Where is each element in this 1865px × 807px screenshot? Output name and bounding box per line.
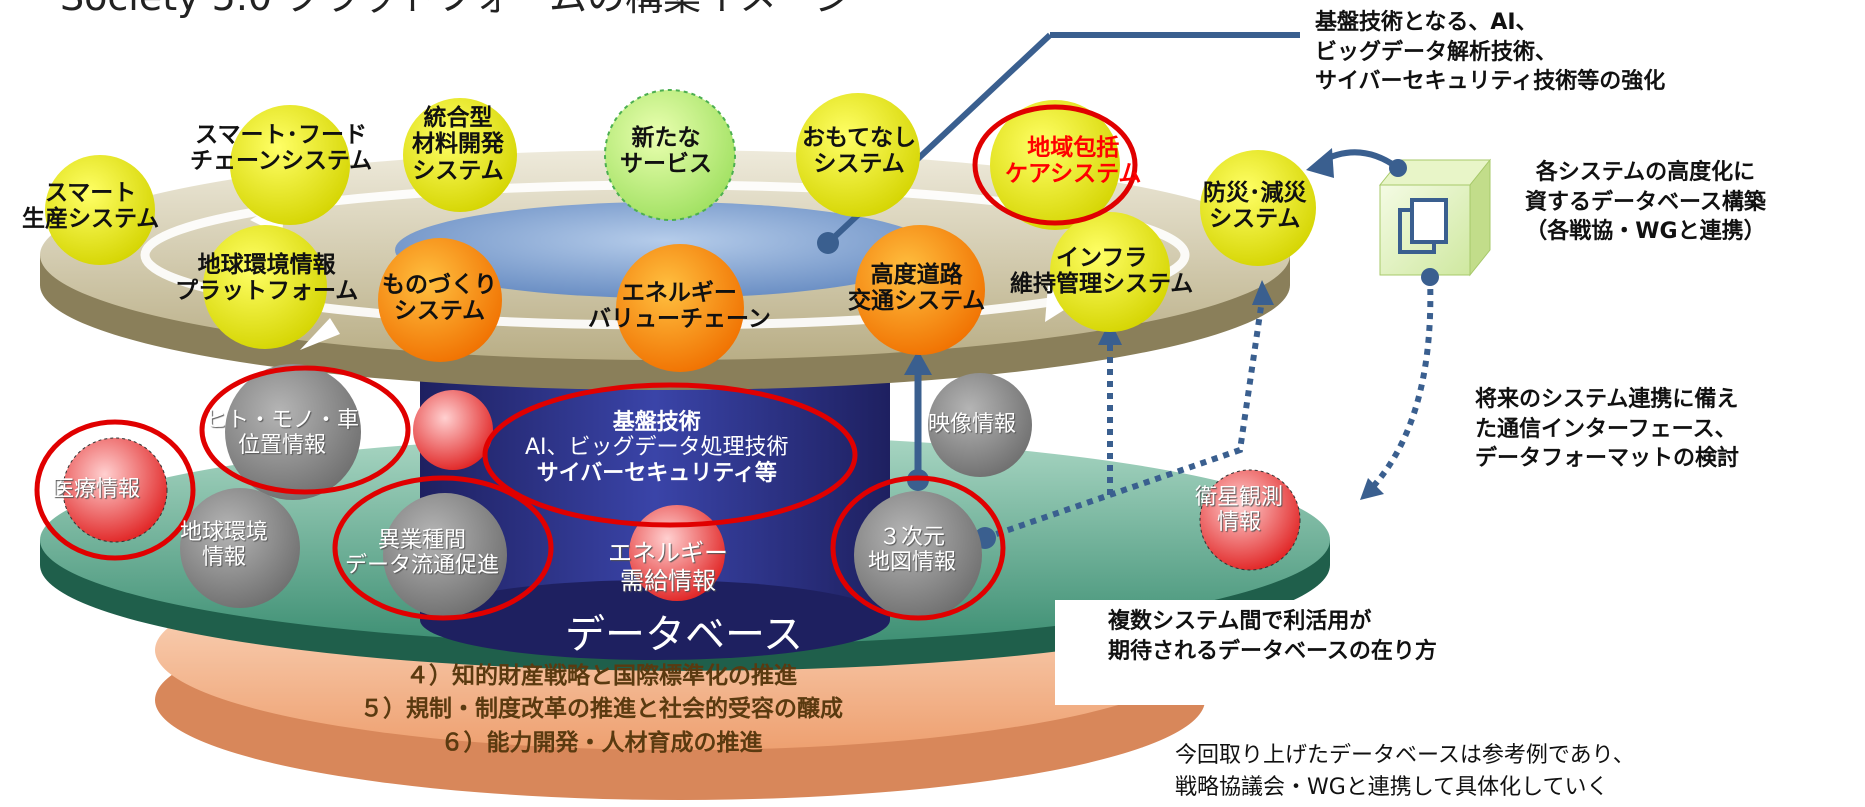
note-line: サイバーセキュリティ技術等の強化 bbox=[1315, 69, 1666, 95]
note-line: 資するデータベース構築 bbox=[1525, 189, 1766, 215]
system-label-line: ものづくり bbox=[382, 272, 497, 298]
system-label-line: 高度道路 bbox=[870, 262, 963, 288]
system-disaster-prevention: 防災･減災 システム bbox=[1203, 180, 1307, 233]
note-line: 複数システム間で利活用が bbox=[1108, 609, 1372, 634]
note-line: 期待されるデータベースの在り方 bbox=[1108, 638, 1437, 664]
policy-item: ４）知的財産戦略と国際標準化の推進 bbox=[406, 663, 797, 689]
data-label-line: 地図情報 bbox=[868, 550, 957, 576]
data-satellite: 衛星観測 情報 bbox=[1195, 485, 1283, 536]
system-earth-env-platform: 地球環境情報 プラットフォーム bbox=[175, 252, 358, 305]
system-label-line: スマート bbox=[45, 180, 137, 206]
core-tech-note: 基盤技術となる、AI、 ビッグデータ解析技術、 サイバーセキュリティ技術等の強化 bbox=[1315, 8, 1665, 97]
data-energy-supply: エネルギー 需給情報 bbox=[608, 539, 728, 595]
data-people-things-cars: ヒト・モノ・車 位置情報 bbox=[205, 408, 359, 459]
system-label-line: システム bbox=[393, 298, 486, 325]
note-line: 各システムの高度化に bbox=[1535, 160, 1756, 185]
data-label-line: 医療情報 bbox=[52, 477, 141, 502]
note-line: （各戦協・WGと連携） bbox=[1525, 219, 1766, 245]
data-earth-env: 地球環境 情報 bbox=[180, 520, 268, 571]
system-label-line: 地球環境情報 bbox=[197, 252, 336, 278]
data-label-line: 情報 bbox=[1217, 510, 1262, 536]
system-label-line: システム bbox=[412, 157, 504, 184]
core-technology: 基盤技術 AI、ビッグデータ処理技術 サイバーセキュリティ等 bbox=[525, 410, 789, 486]
data-label-line: ヒト・モノ・車 bbox=[205, 408, 360, 433]
system-integrated-material: 統合型 材料開発 システム bbox=[412, 105, 504, 184]
note-line: データフォーマットの検討 bbox=[1475, 446, 1740, 472]
data-video: 映像情報 bbox=[928, 412, 1016, 437]
note-line: 戦略協議会・WGと連携して具体化していく bbox=[1175, 774, 1609, 800]
note-line: た通信インターフェース、 bbox=[1475, 416, 1737, 442]
database-label: データベース bbox=[565, 612, 803, 658]
system-label-line: サービス bbox=[620, 151, 712, 178]
system-regional-care: 地域包括 ケアシステム bbox=[1005, 135, 1141, 188]
shared-database-note: 複数システム間で利活用が 期待されるデータベースの在り方 bbox=[1108, 607, 1437, 666]
system-label-line: おもてなし bbox=[802, 125, 917, 151]
system-label-line: 材料開発 bbox=[412, 131, 504, 158]
system-label-line: 交通システム bbox=[848, 288, 986, 315]
system-label-line: システム bbox=[813, 151, 905, 178]
system-label-line: 防災･減災 bbox=[1203, 180, 1307, 206]
data-label-line: 需給情報 bbox=[620, 566, 716, 595]
page-title: Society 5.0 プラットフォームの構築イメージ bbox=[60, 0, 852, 20]
database-build-note: 各システムの高度化に 資するデータベース構築 （各戦協・WGと連携） bbox=[1525, 158, 1766, 247]
system-label-line: 統合型 bbox=[423, 105, 493, 131]
system-smart-production: スマート 生産システム bbox=[22, 180, 159, 233]
system-label-line: スマート･フード bbox=[195, 122, 367, 148]
note-line: 基盤技術となる、AI、 bbox=[1315, 10, 1538, 35]
system-label-line: 維持管理システム bbox=[1010, 271, 1194, 298]
system-infrastructure: インフラ 維持管理システム bbox=[1010, 245, 1193, 298]
policy-item: ６）能力開発・人材育成の推進 bbox=[440, 729, 763, 756]
core-tech-line: AI、ビッグデータ処理技術 bbox=[525, 435, 789, 461]
system-label-line: システム bbox=[1209, 206, 1301, 233]
system-monozukuri: ものづくり システム bbox=[382, 272, 497, 325]
data-label-line: 位置情報 bbox=[238, 433, 327, 459]
system-label-line: 新たな bbox=[631, 125, 701, 151]
system-label-line: インフラ bbox=[1056, 245, 1148, 271]
system-new-service: 新たな サービス bbox=[620, 125, 712, 178]
note-line: 将来のシステム連携に備え bbox=[1475, 387, 1739, 412]
system-label-line: ケアシステム bbox=[1005, 161, 1142, 188]
data-label-line: エネルギー bbox=[608, 539, 728, 567]
data-label-line: ３次元 bbox=[879, 525, 946, 550]
data-label-line: 映像情報 bbox=[928, 412, 1017, 437]
data-label-line: 情報 bbox=[202, 545, 247, 571]
data-label-line: データ流通促進 bbox=[345, 553, 500, 579]
system-label-line: チェーンシステム bbox=[190, 148, 373, 175]
system-label-line: 生産システム bbox=[22, 206, 160, 233]
system-smart-food-chain: スマート･フード チェーンシステム bbox=[190, 122, 372, 175]
system-label-line: エネルギー bbox=[621, 280, 737, 306]
note-line: 今回取り上げたデータベースは参考例であり、 bbox=[1175, 743, 1635, 768]
policy-list: ４）知的財産戦略と国際標準化の推進 ５）規制・制度改革の推進と社会的受容の醸成 … bbox=[360, 660, 843, 760]
data-cross-industry: 異業種間 データ流通促進 bbox=[345, 528, 499, 579]
system-label-line: 地域包括 bbox=[1027, 135, 1120, 161]
system-label-line: バリューチェーン bbox=[588, 306, 771, 333]
system-advanced-road: 高度道路 交通システム bbox=[848, 262, 985, 315]
core-tech-line: サイバーセキュリティ等 bbox=[536, 460, 777, 486]
system-omotenashi: おもてなし システム bbox=[802, 125, 916, 178]
core-tech-line: 基盤技術 bbox=[612, 410, 701, 435]
data-3d-map: ３次元 地図情報 bbox=[868, 525, 956, 576]
interface-note: 将来のシステム連携に備え た通信インターフェース、 データフォーマットの検討 bbox=[1475, 385, 1739, 474]
system-label-line: プラットフォーム bbox=[175, 278, 359, 305]
reference-note: 今回取り上げたデータベースは参考例であり、 戦略協議会・WGと連携して具体化して… bbox=[1175, 740, 1635, 804]
note-line: ビッグデータ解析技術、 bbox=[1315, 39, 1558, 65]
system-energy-value-chain: エネルギー バリューチェーン bbox=[588, 280, 771, 333]
data-label-line: 衛星観測 bbox=[1195, 485, 1284, 510]
data-label-line: 地球環境 bbox=[180, 520, 269, 545]
data-label-line: 異業種間 bbox=[378, 528, 467, 553]
policy-item: ５）規制・制度改革の推進と社会的受容の醸成 bbox=[360, 696, 843, 723]
data-medical: 医療情報 bbox=[52, 477, 140, 502]
